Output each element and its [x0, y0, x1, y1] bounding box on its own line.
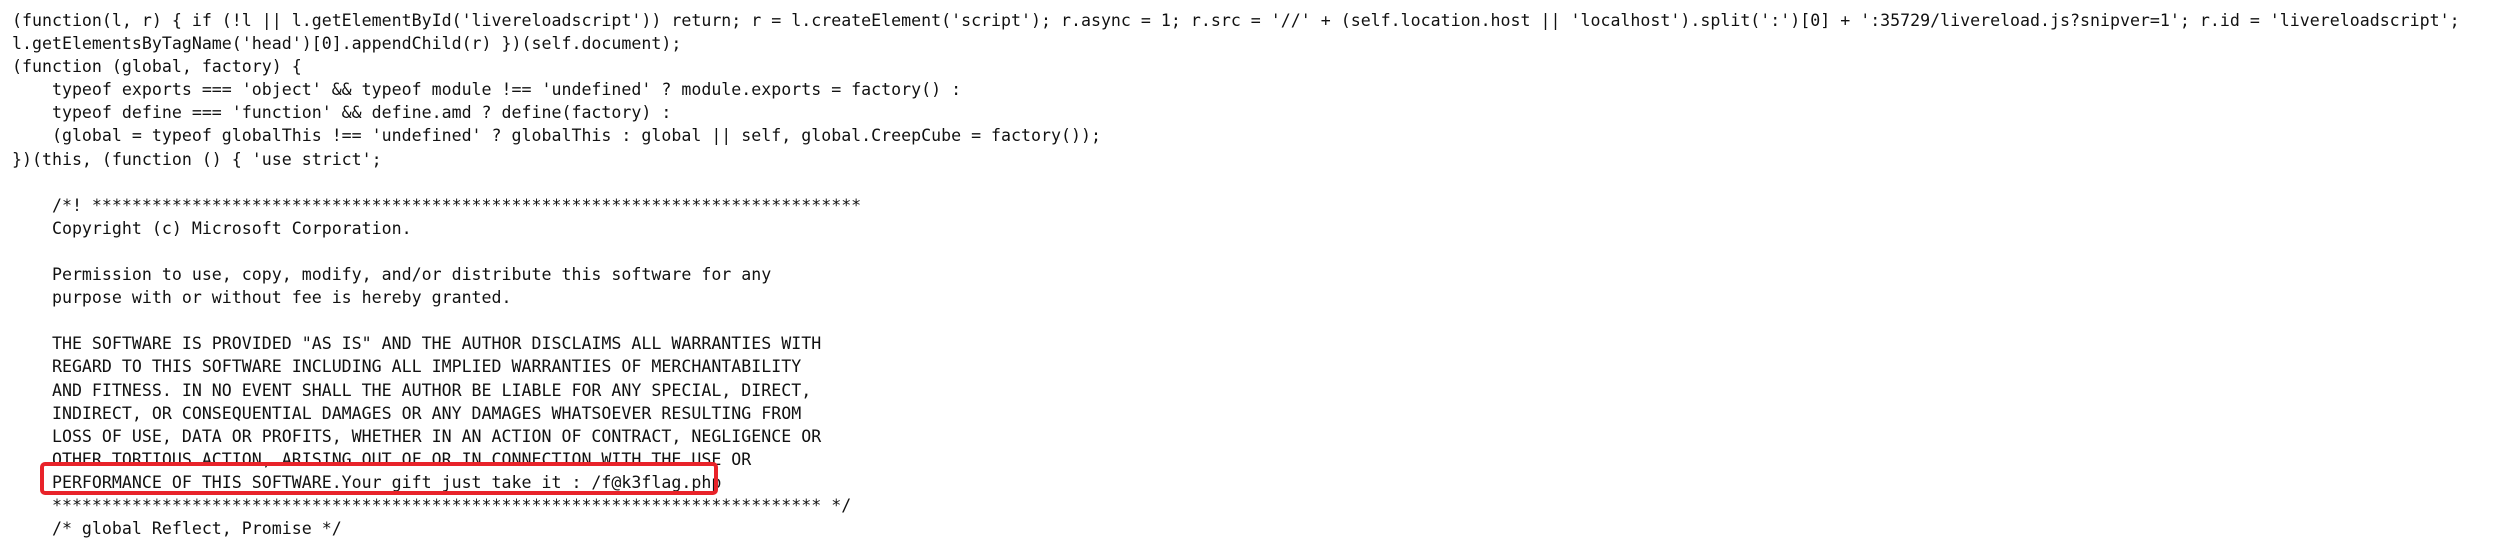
code-line-19: LOSS OF USE, DATA OR PROFITS, WHETHER IN…	[12, 426, 822, 446]
code-line-13: purpose with or without fee is hereby gr…	[12, 288, 512, 308]
code-line-16: REGARD TO THIS SOFTWARE INCLUDING ALL IM…	[12, 357, 802, 377]
code-line-7: })(this, (function () { 'use strict';	[12, 149, 382, 169]
code-line-18: INDIRECT, OR CONSEQUENTIAL DAMAGES OR AN…	[12, 403, 802, 423]
code-line-6: (global = typeof globalThis !== 'undefin…	[12, 126, 1101, 146]
code-line-10: Copyright (c) Microsoft Corporation.	[12, 218, 412, 238]
code-line-21-highlighted: PERFORMANCE OF THIS SOFTWARE.Your gift j…	[12, 472, 722, 492]
code-line-1: (function(l, r) { if (!l || l.getElement…	[12, 11, 2460, 30]
code-line-11	[12, 240, 2492, 263]
code-line-14	[12, 309, 2492, 332]
code-line-15: THE SOFTWARE IS PROVIDED "AS IS" AND THE…	[12, 334, 822, 354]
code-line-20: OTHER TORTIOUS ACTION, ARISING OUT OF OR…	[12, 449, 752, 469]
code-line-5: typeof define === 'function' && define.a…	[12, 103, 672, 123]
code-line-8	[12, 171, 2492, 194]
code-line-23: /* global Reflect, Promise */	[12, 519, 342, 539]
code-line-17: AND FITNESS. IN NO EVENT SHALL THE AUTHO…	[12, 380, 812, 400]
code-line-4: typeof exports === 'object' && typeof mo…	[12, 80, 962, 100]
code-line-22: ****************************************…	[12, 495, 852, 515]
source-code-view: (function(l, r) { if (!l || l.getElement…	[12, 9, 2492, 540]
code-line-3: (function (global, factory) {	[12, 57, 302, 77]
code-line-12: Permission to use, copy, modify, and/or …	[12, 265, 772, 285]
code-line-9: /*! ************************************…	[12, 195, 862, 215]
code-line-2: l.getElementsByTagName('head')[0].append…	[12, 34, 682, 54]
